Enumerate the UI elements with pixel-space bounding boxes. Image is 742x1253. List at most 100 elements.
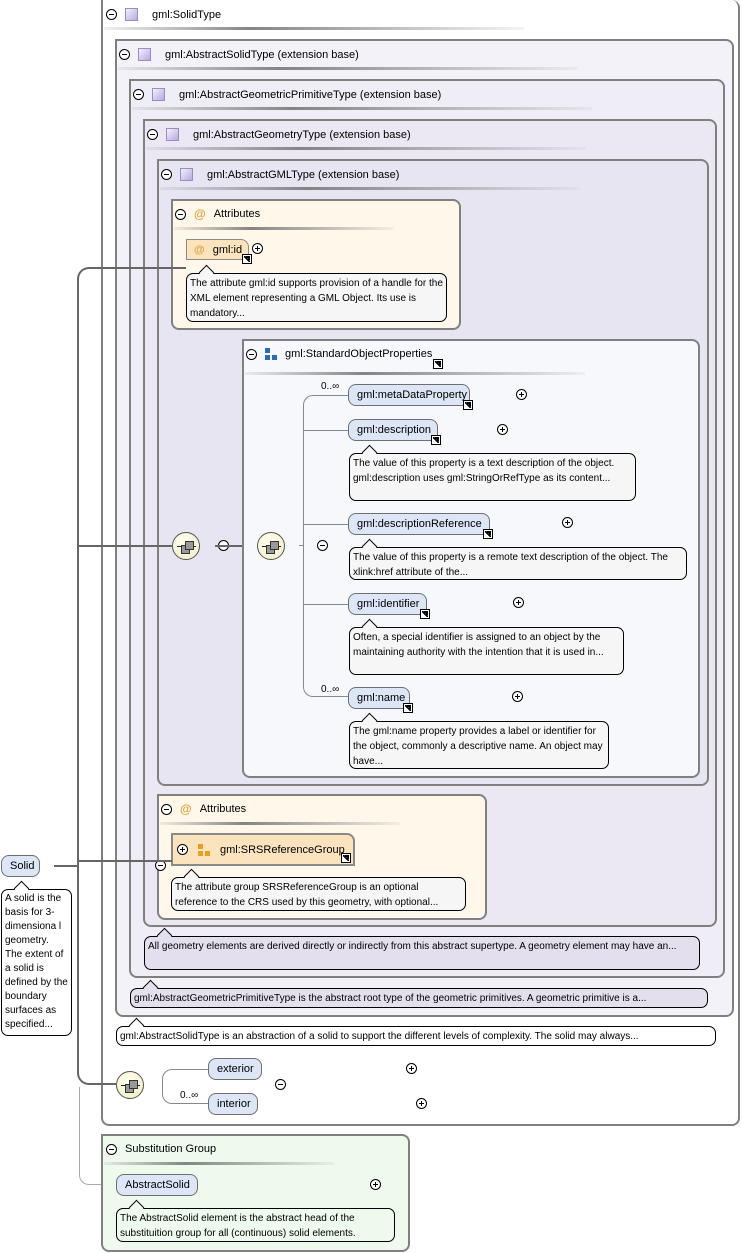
abstract-geometric-primitive-type-header: gml:AbstractGeometricPrimitiveType (exte… (133, 88, 441, 101)
abstract-gml-type-title: gml:AbstractGMLType (extension base) (207, 168, 400, 181)
element-gml-name[interactable]: gml:name (348, 687, 410, 709)
connector-line (79, 860, 172, 862)
connector-line (304, 430, 348, 431)
occurrence-label: 0..∞ (321, 381, 340, 392)
attribute-icon: @ (194, 207, 206, 221)
collapse-icon[interactable] (147, 129, 158, 140)
gml-attributes-header: @ Attributes (175, 207, 260, 221)
link-icon[interactable] (341, 853, 351, 863)
element-description: Often, a special identifier is assigned … (349, 627, 624, 675)
complex-type-icon (138, 48, 151, 61)
connector-line (54, 865, 78, 867)
collapse-icon[interactable] (246, 348, 257, 360)
expand-icon[interactable] (252, 243, 263, 254)
element-label: interior (217, 1098, 251, 1110)
standard-object-properties-title: gml:StandardObjectProperties (285, 348, 433, 360)
occurrence-label: 0..∞ (180, 1090, 199, 1101)
expand-icon[interactable] (512, 691, 524, 702)
srs-reference-group-label: gml:SRSReferenceGroup (220, 843, 345, 856)
element-label: gml:description (357, 424, 431, 436)
expand-icon[interactable] (405, 1063, 417, 1074)
link-icon[interactable] (420, 609, 430, 619)
attribute-group-icon (198, 843, 210, 856)
header-divider (132, 107, 592, 110)
abstract-geometry-type-header: gml:AbstractGeometryType (extension base… (147, 128, 411, 141)
element-gml-description[interactable]: gml:description (348, 419, 438, 441)
tree-connector (79, 1087, 117, 1185)
connector-line (304, 604, 348, 605)
element-gml-identifier[interactable]: gml:identifier (348, 593, 427, 615)
element-interior[interactable]: interior (208, 1093, 258, 1115)
connector-line (79, 545, 173, 547)
link-icon[interactable] (483, 529, 493, 539)
occurrence-label: 0..∞ (321, 684, 340, 695)
abstract-geometric-primitive-type-title: gml:AbstractGeometricPrimitiveType (exte… (179, 88, 442, 101)
sequence-compositor-icon[interactable] (172, 532, 200, 560)
gml-id-attribute[interactable]: @ gml:id (186, 239, 249, 260)
attribute-icon: @ (194, 243, 205, 256)
substitution-group-header: Substitution Group (106, 1143, 216, 1155)
header-divider (118, 67, 578, 70)
element-abstractsolid[interactable]: AbstractSolid (116, 1174, 198, 1196)
gml-id-description: The attribute gml:id supports provision … (186, 273, 447, 322)
collapse-icon[interactable] (106, 1143, 117, 1155)
connector-line (304, 524, 348, 525)
expand-icon[interactable] (513, 597, 525, 608)
expand-icon[interactable] (516, 389, 528, 400)
complex-type-icon (166, 128, 179, 141)
expand-icon[interactable] (415, 1098, 427, 1109)
header-divider (245, 372, 585, 375)
connector-line (215, 545, 257, 547)
srs-reference-group[interactable]: gml:SRSReferenceGroup (171, 833, 355, 866)
abstract-geometry-type-title: gml:AbstractGeometryType (extension base… (193, 128, 411, 141)
link-icon[interactable] (463, 400, 473, 410)
link-icon[interactable] (433, 359, 443, 369)
sequence-compositor-icon[interactable] (116, 1071, 144, 1099)
collapse-icon[interactable] (161, 803, 172, 815)
collapse-icon[interactable] (161, 169, 172, 180)
expand-icon[interactable] (369, 1179, 381, 1190)
link-icon[interactable] (431, 435, 441, 445)
connector-line (88, 267, 186, 269)
element-description: The value of this property is a text des… (349, 453, 636, 501)
header-divider (104, 1162, 334, 1165)
abstractsolid-description: The AbstractSolid element is the abstrac… (116, 1208, 395, 1242)
sequence-compositor-icon[interactable] (257, 532, 285, 560)
element-label: gml:metaDataProperty (357, 389, 468, 401)
element-label: Solid (10, 860, 35, 872)
collapse-icon[interactable] (133, 89, 144, 100)
link-icon[interactable] (403, 703, 413, 713)
element-description: The gml:name property provides a label o… (349, 721, 609, 769)
expand-icon[interactable] (562, 517, 574, 528)
collapse-icon[interactable] (106, 9, 117, 20)
abstract-solid-type-header: gml:AbstractSolidType (extension base) (119, 48, 359, 61)
collapse-icon[interactable] (175, 208, 186, 220)
collapse-icon[interactable] (119, 49, 130, 60)
tree-connector (162, 1069, 208, 1104)
abstract-geometry-type-description: All geometry elements are derived direct… (144, 936, 700, 970)
collapse-icon[interactable] (274, 1079, 286, 1090)
element-gml-metadataproperty[interactable]: gml:metaDataProperty (348, 384, 470, 406)
element-label: AbstractSolid (125, 1179, 190, 1191)
abstract-solid-type-title: gml:AbstractSolidType (extension base) (165, 48, 359, 61)
element-gml-descriptionreference[interactable]: gml:descriptionReference (348, 513, 490, 535)
complex-type-icon (152, 88, 165, 101)
solid-type-title: gml:SolidType (152, 8, 222, 21)
standard-object-properties-header: gml:StandardObjectProperties (246, 348, 432, 360)
substitution-group-title: Substitution Group (125, 1143, 217, 1155)
element-description: The value of this property is a remote t… (349, 547, 687, 580)
element-label: gml:name (357, 692, 406, 704)
srs-reference-group-description: The attribute group SRSReferenceGroup is… (171, 877, 466, 911)
solid-type-header: gml:SolidType (106, 8, 221, 21)
abstract-solid-type-description: gml:AbstractSolidType is an abstraction … (116, 1026, 716, 1046)
geometry-attributes-title: Attributes (199, 803, 247, 815)
header-divider (160, 822, 400, 825)
collapse-icon[interactable] (317, 540, 329, 551)
expand-icon[interactable] (497, 424, 509, 435)
link-icon[interactable] (242, 254, 252, 264)
expand-icon[interactable] (177, 844, 188, 855)
abstract-gml-type-header: gml:AbstractGMLType (extension base) (161, 168, 399, 181)
root-element-solid[interactable]: Solid (1, 855, 40, 877)
gml-attributes-title: Attributes (213, 208, 261, 220)
element-exterior[interactable]: exterior (208, 1058, 262, 1080)
